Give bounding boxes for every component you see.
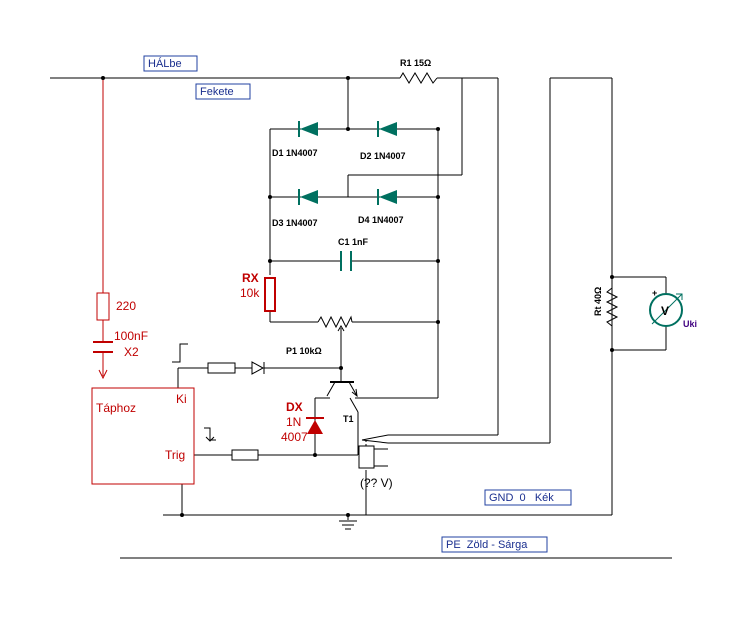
d3-label: D3 1N4007 <box>272 218 318 228</box>
pe-label-box <box>441 536 548 553</box>
x2-capacitor <box>93 341 113 353</box>
d1-diode <box>298 121 318 137</box>
r1-label: R1 15Ω <box>400 58 431 68</box>
ki-pulse-symbol <box>172 343 188 363</box>
neutral-label-box <box>195 83 251 100</box>
d4-diode <box>377 189 397 205</box>
d4-label: D4 1N4007 <box>358 215 404 225</box>
wiring <box>50 77 672 559</box>
t1-transistor <box>326 381 358 398</box>
rt-label: Rt 40Ω <box>593 287 603 316</box>
trig-resistor <box>231 449 259 461</box>
trig-label: Trig <box>165 448 185 462</box>
p1-potentiometer <box>317 315 353 338</box>
phase-label: HÁLbe <box>148 57 182 70</box>
rt-resistor <box>605 287 619 327</box>
cap-name-label: X2 <box>124 345 139 359</box>
r220-resistor <box>96 292 110 321</box>
d2-diode <box>377 121 397 137</box>
uki-label: Uki <box>683 319 697 329</box>
ground-icon <box>339 520 357 530</box>
voltmeter-icon <box>649 293 683 327</box>
relay <box>358 434 389 469</box>
dx-name-label: DX <box>286 400 303 414</box>
trig-pulse-arrow <box>205 436 215 442</box>
voltmeter-plus-label: + <box>652 288 657 298</box>
ground-label-box <box>484 489 572 506</box>
ki-label: Ki <box>176 392 187 406</box>
cap-value-label: 100nF <box>114 329 148 343</box>
rx-name-label: RX <box>242 271 259 285</box>
c1-label: C1 1nF <box>338 237 369 247</box>
p1-label: P1 10kΩ <box>286 346 322 356</box>
relay-voltage-label: (?? V) <box>360 476 393 490</box>
timer-block <box>91 387 195 485</box>
dx-line1-label: 1N <box>286 415 301 429</box>
d2-label: D2 1N4007 <box>360 151 406 161</box>
rx-resistor <box>264 277 276 312</box>
d1-label: D1 1N4007 <box>272 148 318 158</box>
dx-line2-label: 4007 <box>281 430 308 444</box>
dx-diode <box>306 417 324 434</box>
ground-label: GND 0 Kék <box>489 492 554 504</box>
psu-label: Táphoz <box>96 401 136 415</box>
voltmeter-label: V <box>661 304 669 318</box>
rx-value-label: 10k <box>240 286 260 300</box>
r220-label: 220 <box>116 299 136 313</box>
phase-label-box <box>143 55 198 72</box>
t1-label: T1 <box>343 414 354 424</box>
supply-feed-wire <box>98 78 108 380</box>
pe-label: PE Zöld - Sárga <box>446 539 528 551</box>
c1-capacitor <box>340 251 352 271</box>
ki-diode <box>251 361 341 375</box>
ki-resistor <box>207 362 236 374</box>
trig-pulse-symbol <box>204 427 216 441</box>
neutral-label: Fekete <box>200 86 234 98</box>
d3-diode <box>298 189 318 205</box>
r1-resistor <box>399 72 438 84</box>
